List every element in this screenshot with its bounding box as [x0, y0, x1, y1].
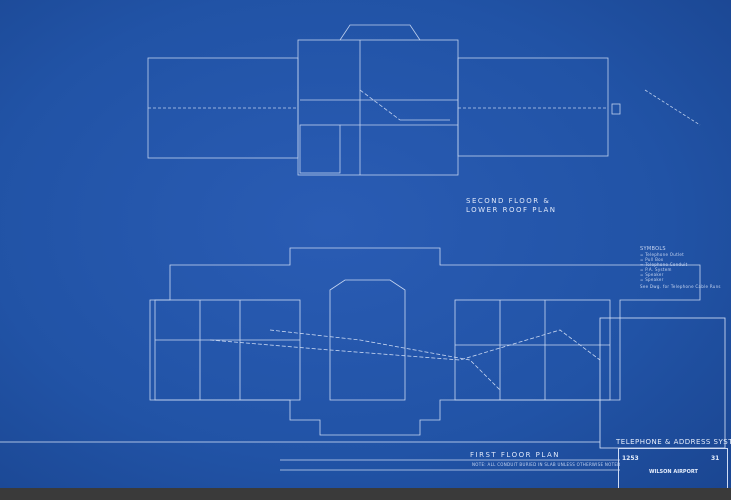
symbols-title: SYMBOLS — [640, 246, 666, 252]
symbol-item: = Speaker — [640, 272, 664, 277]
symbols-note: See Dwg. for Telephone Cable Runs — [640, 284, 721, 289]
first-floor-note: NOTE: ALL CONDUIT BURIED IN SLAB UNLESS … — [472, 462, 621, 467]
first-floor-plan — [149, 247, 701, 471]
symbols-legend: SYMBOLS = Telephone Outlet = Pull Box = … — [640, 246, 721, 289]
symbol-item: = Pull Box — [640, 257, 664, 262]
symbol-item: = Telephone Outlet — [640, 252, 685, 257]
symbol-item: = P.A. System — [640, 267, 672, 272]
project-name: WILSON AIRPORT — [649, 469, 698, 475]
scan-edge — [0, 488, 731, 500]
symbol-item: = Telephone Conduit — [640, 262, 688, 267]
symbol-item: = Speaker — [640, 277, 664, 282]
drawing-number: 1253 — [622, 455, 639, 462]
second-floor-title: SECOND FLOOR & — [466, 197, 551, 205]
notes-box — [599, 317, 726, 449]
second-floor-subtitle: LOWER ROOF PLAN — [466, 206, 557, 214]
first-floor-title: FIRST FLOOR PLAN — [470, 451, 560, 459]
sheet-number: 31 — [711, 455, 720, 462]
second-floor-plan — [147, 24, 701, 176]
title-block-title: TELEPHONE & ADDRESS SYSTEM — [616, 438, 731, 446]
